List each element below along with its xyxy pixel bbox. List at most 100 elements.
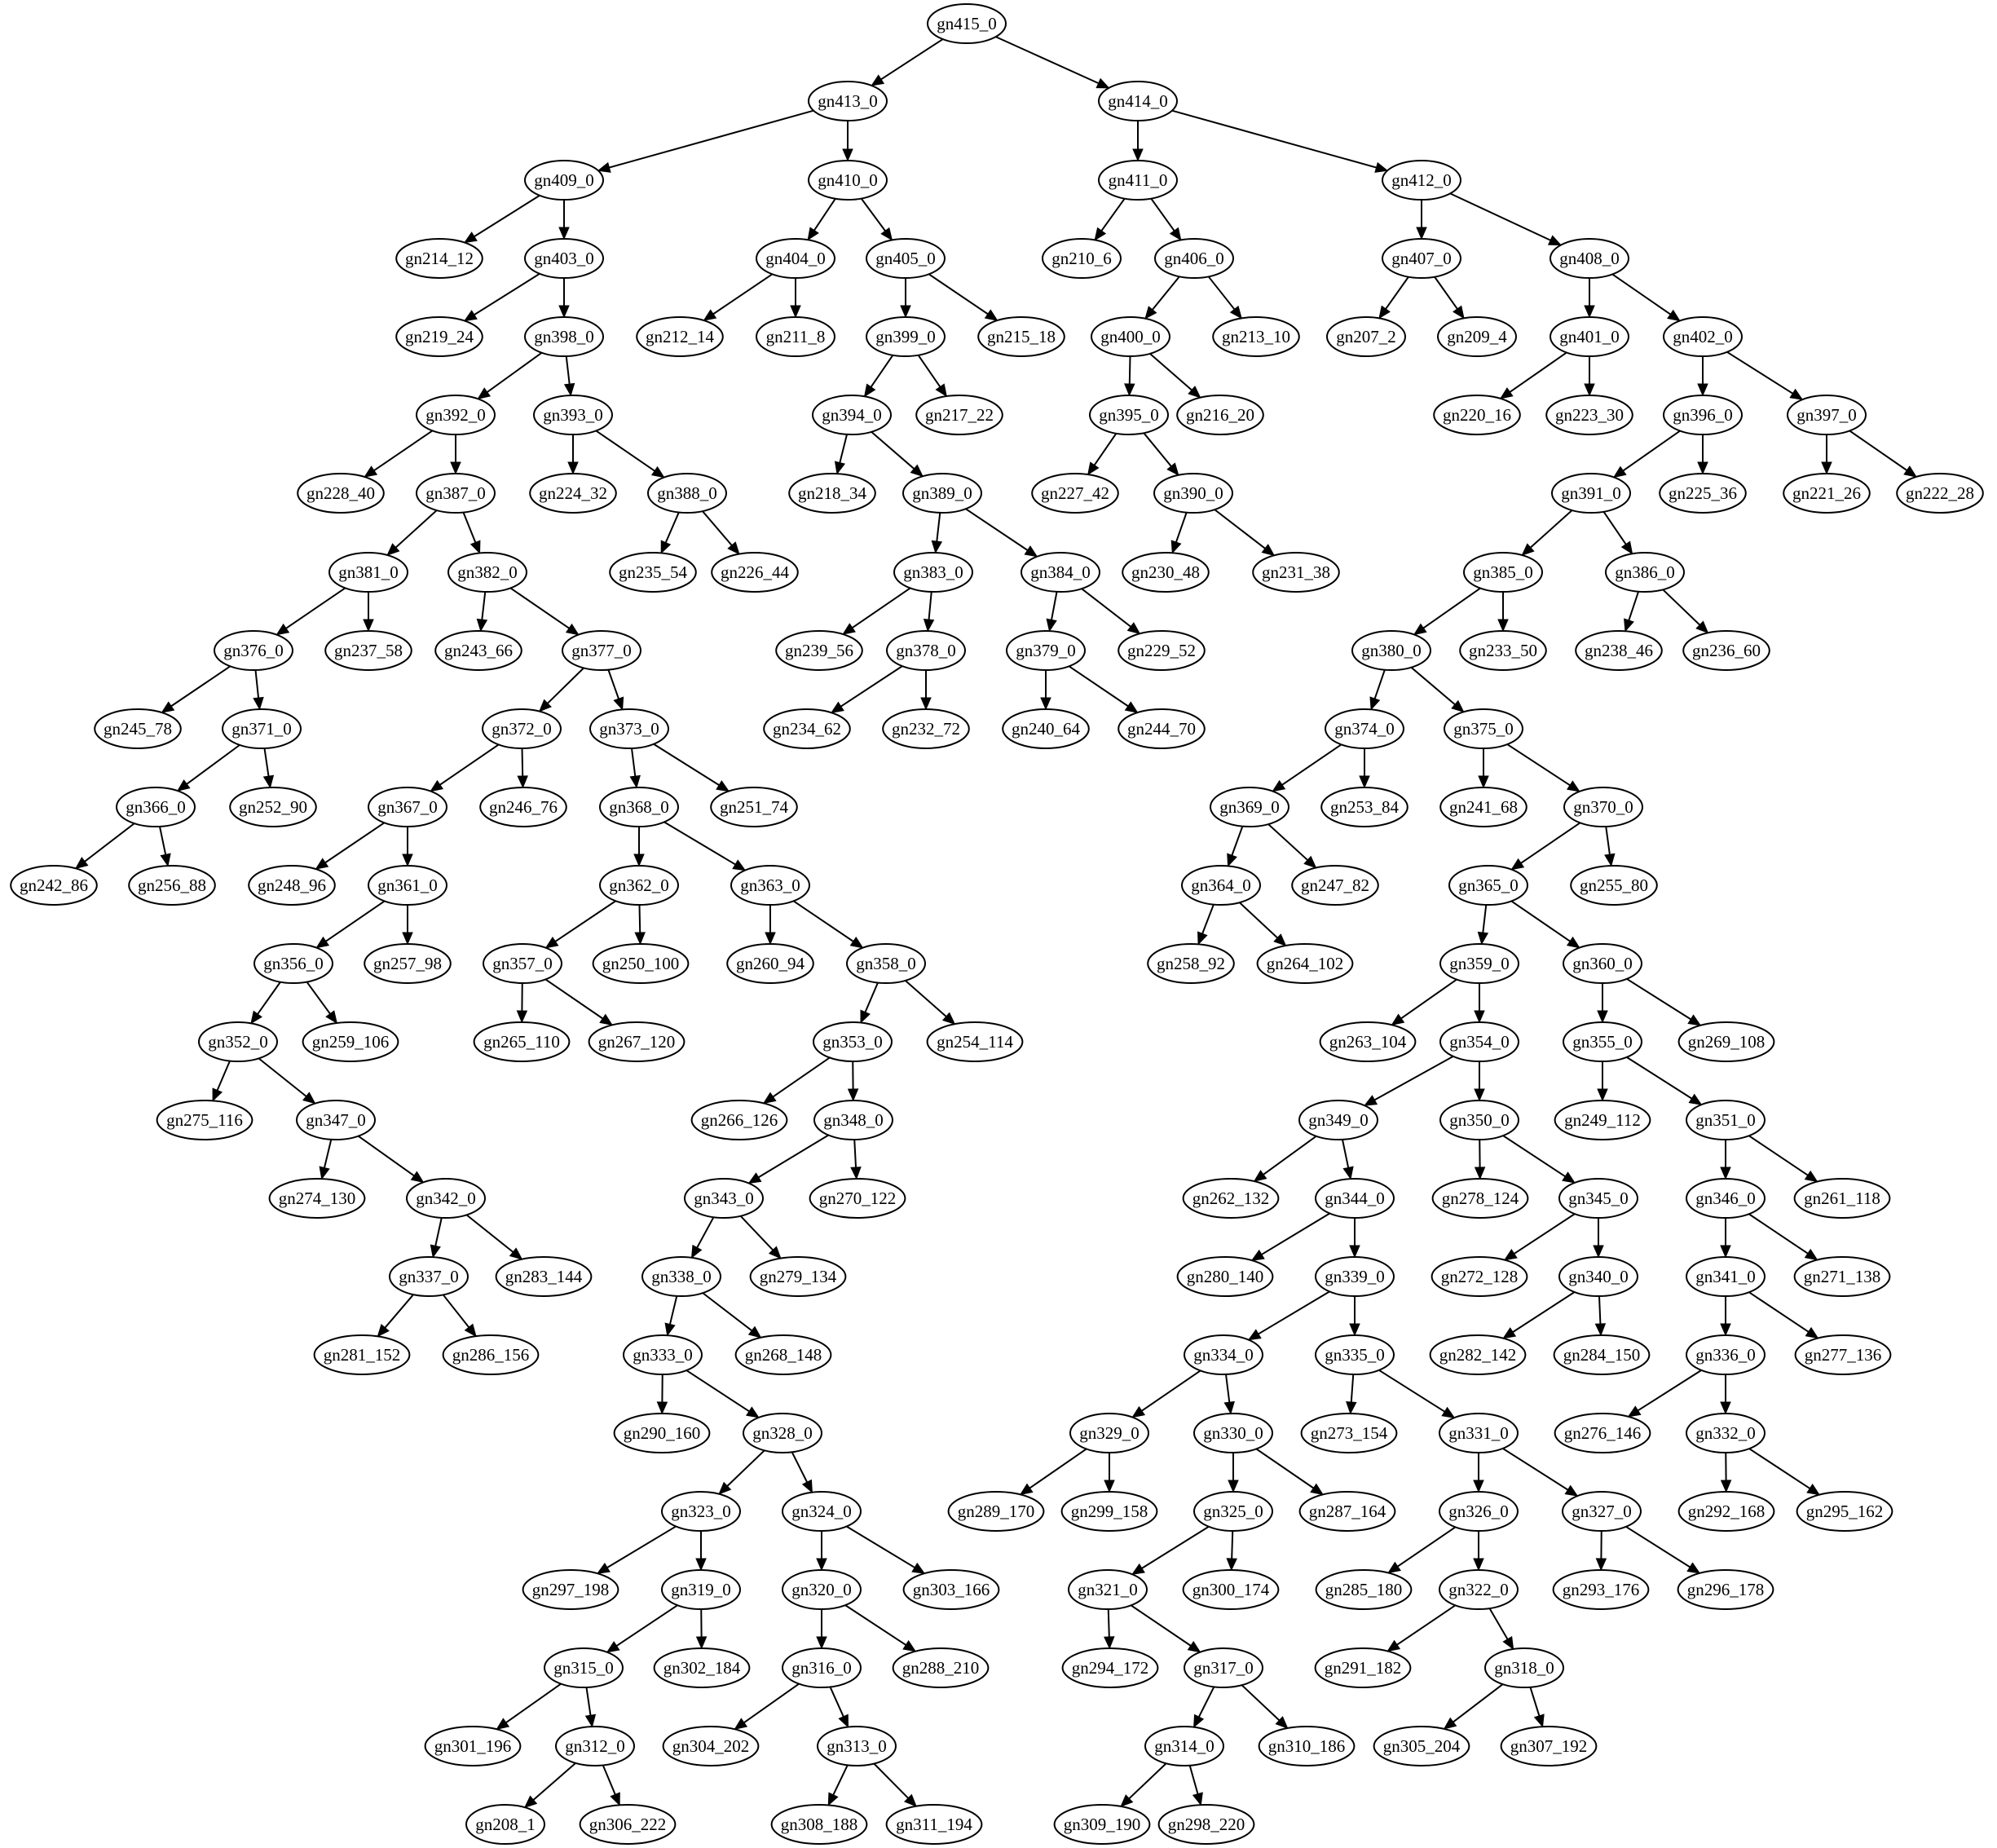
tree-node-gn258_92: gn258_92 xyxy=(1147,943,1235,984)
edge-gn315_0-to-gn312_0 xyxy=(585,1687,592,1716)
tree-node-gn279_134: gn279_134 xyxy=(749,1256,847,1297)
node-ellipse xyxy=(902,473,982,514)
node-ellipse xyxy=(1605,552,1685,593)
arrowhead-gn249_112 xyxy=(1597,1088,1608,1102)
tree-node-gn392_0: gn392_0 xyxy=(416,395,496,435)
node-ellipse xyxy=(268,1178,366,1219)
tree-node-gn387_0: gn387_0 xyxy=(416,473,496,514)
node-label: gn332_0 xyxy=(1695,1423,1756,1443)
node-label: gn267_120 xyxy=(598,1032,676,1052)
node-ellipse xyxy=(524,238,604,279)
tree-node-gn233_50: gn233_50 xyxy=(1459,630,1547,671)
arrowhead-gn414_0 xyxy=(1095,77,1110,89)
tree-node-gn390_0: gn390_0 xyxy=(1153,473,1233,514)
node-ellipse xyxy=(808,81,888,121)
tree-node-gn369_0: gn369_0 xyxy=(1210,787,1289,827)
arrowhead-gn260_94 xyxy=(765,932,776,946)
edge-gn411_0-to-gn406_0 xyxy=(1150,198,1175,232)
tree-node-gn385_0: gn385_0 xyxy=(1463,552,1543,593)
tree-node-gn264_102: gn264_102 xyxy=(1256,943,1354,984)
tree-node-gn225_36: gn225_36 xyxy=(1659,473,1747,514)
tree-node-gn382_0: gn382_0 xyxy=(447,552,527,593)
node-label: gn222_28 xyxy=(1906,483,1974,503)
node-label: gn309_190 xyxy=(1064,1815,1141,1834)
arrowhead-gn212_14 xyxy=(703,309,717,321)
node-ellipse xyxy=(661,1491,741,1532)
node-label: gn388_0 xyxy=(657,483,717,503)
tree-node-gn372_0: gn372_0 xyxy=(482,708,562,749)
node-ellipse xyxy=(1459,630,1547,671)
tree-node-gn371_0: gn371_0 xyxy=(222,708,302,749)
tree-node-gn277_136: gn277_136 xyxy=(1794,1334,1892,1375)
tree-node-gn412_0: gn412_0 xyxy=(1382,160,1461,201)
tree-node-gn250_100: gn250_100 xyxy=(592,943,690,984)
arrowhead-gn339_0 xyxy=(1349,1245,1360,1259)
arrowhead-gn220_16 xyxy=(1499,387,1514,399)
node-ellipse xyxy=(661,1569,741,1610)
node-ellipse xyxy=(222,708,302,749)
arrowhead-gn341_0 xyxy=(1720,1245,1731,1259)
node-ellipse xyxy=(1682,630,1770,671)
arrowhead-gn297_198 xyxy=(596,1562,611,1574)
tree-node-gn350_0: gn350_0 xyxy=(1439,1100,1519,1140)
node-ellipse xyxy=(1098,81,1178,121)
arrowhead-gn354_0 xyxy=(1474,1010,1485,1024)
node-ellipse xyxy=(395,316,483,357)
tree-node-gn295_162: gn295_162 xyxy=(1796,1491,1893,1532)
node-label: gn394_0 xyxy=(822,405,882,425)
node-label: gn302_184 xyxy=(663,1658,741,1678)
arrowhead-gn390_0 xyxy=(1166,462,1179,476)
arrowhead-gn387_0 xyxy=(450,461,461,475)
tree-node-gn239_56: gn239_56 xyxy=(775,630,863,671)
edge-gn376_0-to-gn245_78 xyxy=(170,665,231,708)
edge-gn330_0-to-gn287_164 xyxy=(1255,1448,1314,1489)
node-label: gn287_164 xyxy=(1309,1502,1386,1521)
edge-gn365_0-to-gn359_0 xyxy=(1482,904,1488,933)
node-label: gn258_92 xyxy=(1157,954,1225,973)
arrowhead-gn217_22 xyxy=(935,383,947,398)
node-ellipse xyxy=(684,1178,764,1219)
tree-node-gn256_88: gn256_88 xyxy=(128,865,216,906)
node-label: gn371_0 xyxy=(231,719,292,739)
arrowhead-gn375_0 xyxy=(1451,699,1465,713)
tree-node-gn286_156: gn286_156 xyxy=(442,1334,540,1375)
edge-gn356_0-to-gn352_0 xyxy=(257,981,281,1015)
arrowhead-gn386_0 xyxy=(1620,540,1633,555)
edge-gn322_0-to-gn291_182 xyxy=(1396,1604,1457,1646)
edge-gn406_0-to-gn213_10 xyxy=(1207,276,1236,311)
node-ellipse xyxy=(1298,1100,1378,1140)
node-ellipse xyxy=(1298,1491,1396,1532)
arrowhead-gn263_104 xyxy=(1391,1013,1405,1026)
node-label: gn304_202 xyxy=(672,1736,750,1756)
tree-node-gn280_140: gn280_140 xyxy=(1176,1256,1274,1297)
arrowhead-gn350_0 xyxy=(1474,1088,1485,1102)
node-ellipse xyxy=(788,473,876,514)
tree-node-gn246_76: gn246_76 xyxy=(479,787,567,827)
arrowhead-gn231_38 xyxy=(1261,544,1276,557)
node-label: gn232_72 xyxy=(892,719,960,739)
arrowhead-gn346_0 xyxy=(1720,1167,1731,1180)
node-label: gn346_0 xyxy=(1695,1189,1756,1208)
node-ellipse xyxy=(1686,1100,1766,1140)
tree-node-gn284_150: gn284_150 xyxy=(1553,1334,1651,1375)
tree-node-gn222_28: gn222_28 xyxy=(1896,473,1984,514)
edge-gn406_0-to-gn400_0 xyxy=(1152,276,1180,311)
edge-gn377_0-to-gn372_0 xyxy=(547,667,584,704)
arrowhead-gn292_168 xyxy=(1720,1480,1732,1493)
tree-node-gn404_0: gn404_0 xyxy=(756,238,835,279)
arrowhead-gn291_182 xyxy=(1386,1639,1401,1652)
arrowhead-gn267_120 xyxy=(599,1013,614,1026)
node-label: gn382_0 xyxy=(457,562,518,582)
tree-node-gn396_0: gn396_0 xyxy=(1663,395,1743,435)
edge-gn329_0-to-gn289_170 xyxy=(1029,1448,1087,1489)
node-ellipse xyxy=(730,865,810,906)
node-label: gn391_0 xyxy=(1561,483,1621,503)
tree-node-gn260_94: gn260_94 xyxy=(726,943,814,984)
node-ellipse xyxy=(886,630,966,671)
arrowhead-gn300_174 xyxy=(1226,1558,1237,1572)
node-ellipse xyxy=(947,1491,1045,1532)
node-label: gn415_0 xyxy=(937,14,997,33)
tree-node-gn388_0: gn388_0 xyxy=(647,473,727,514)
node-ellipse xyxy=(1089,395,1169,435)
edge-gn317_0-to-gn310_186 xyxy=(1241,1684,1281,1722)
